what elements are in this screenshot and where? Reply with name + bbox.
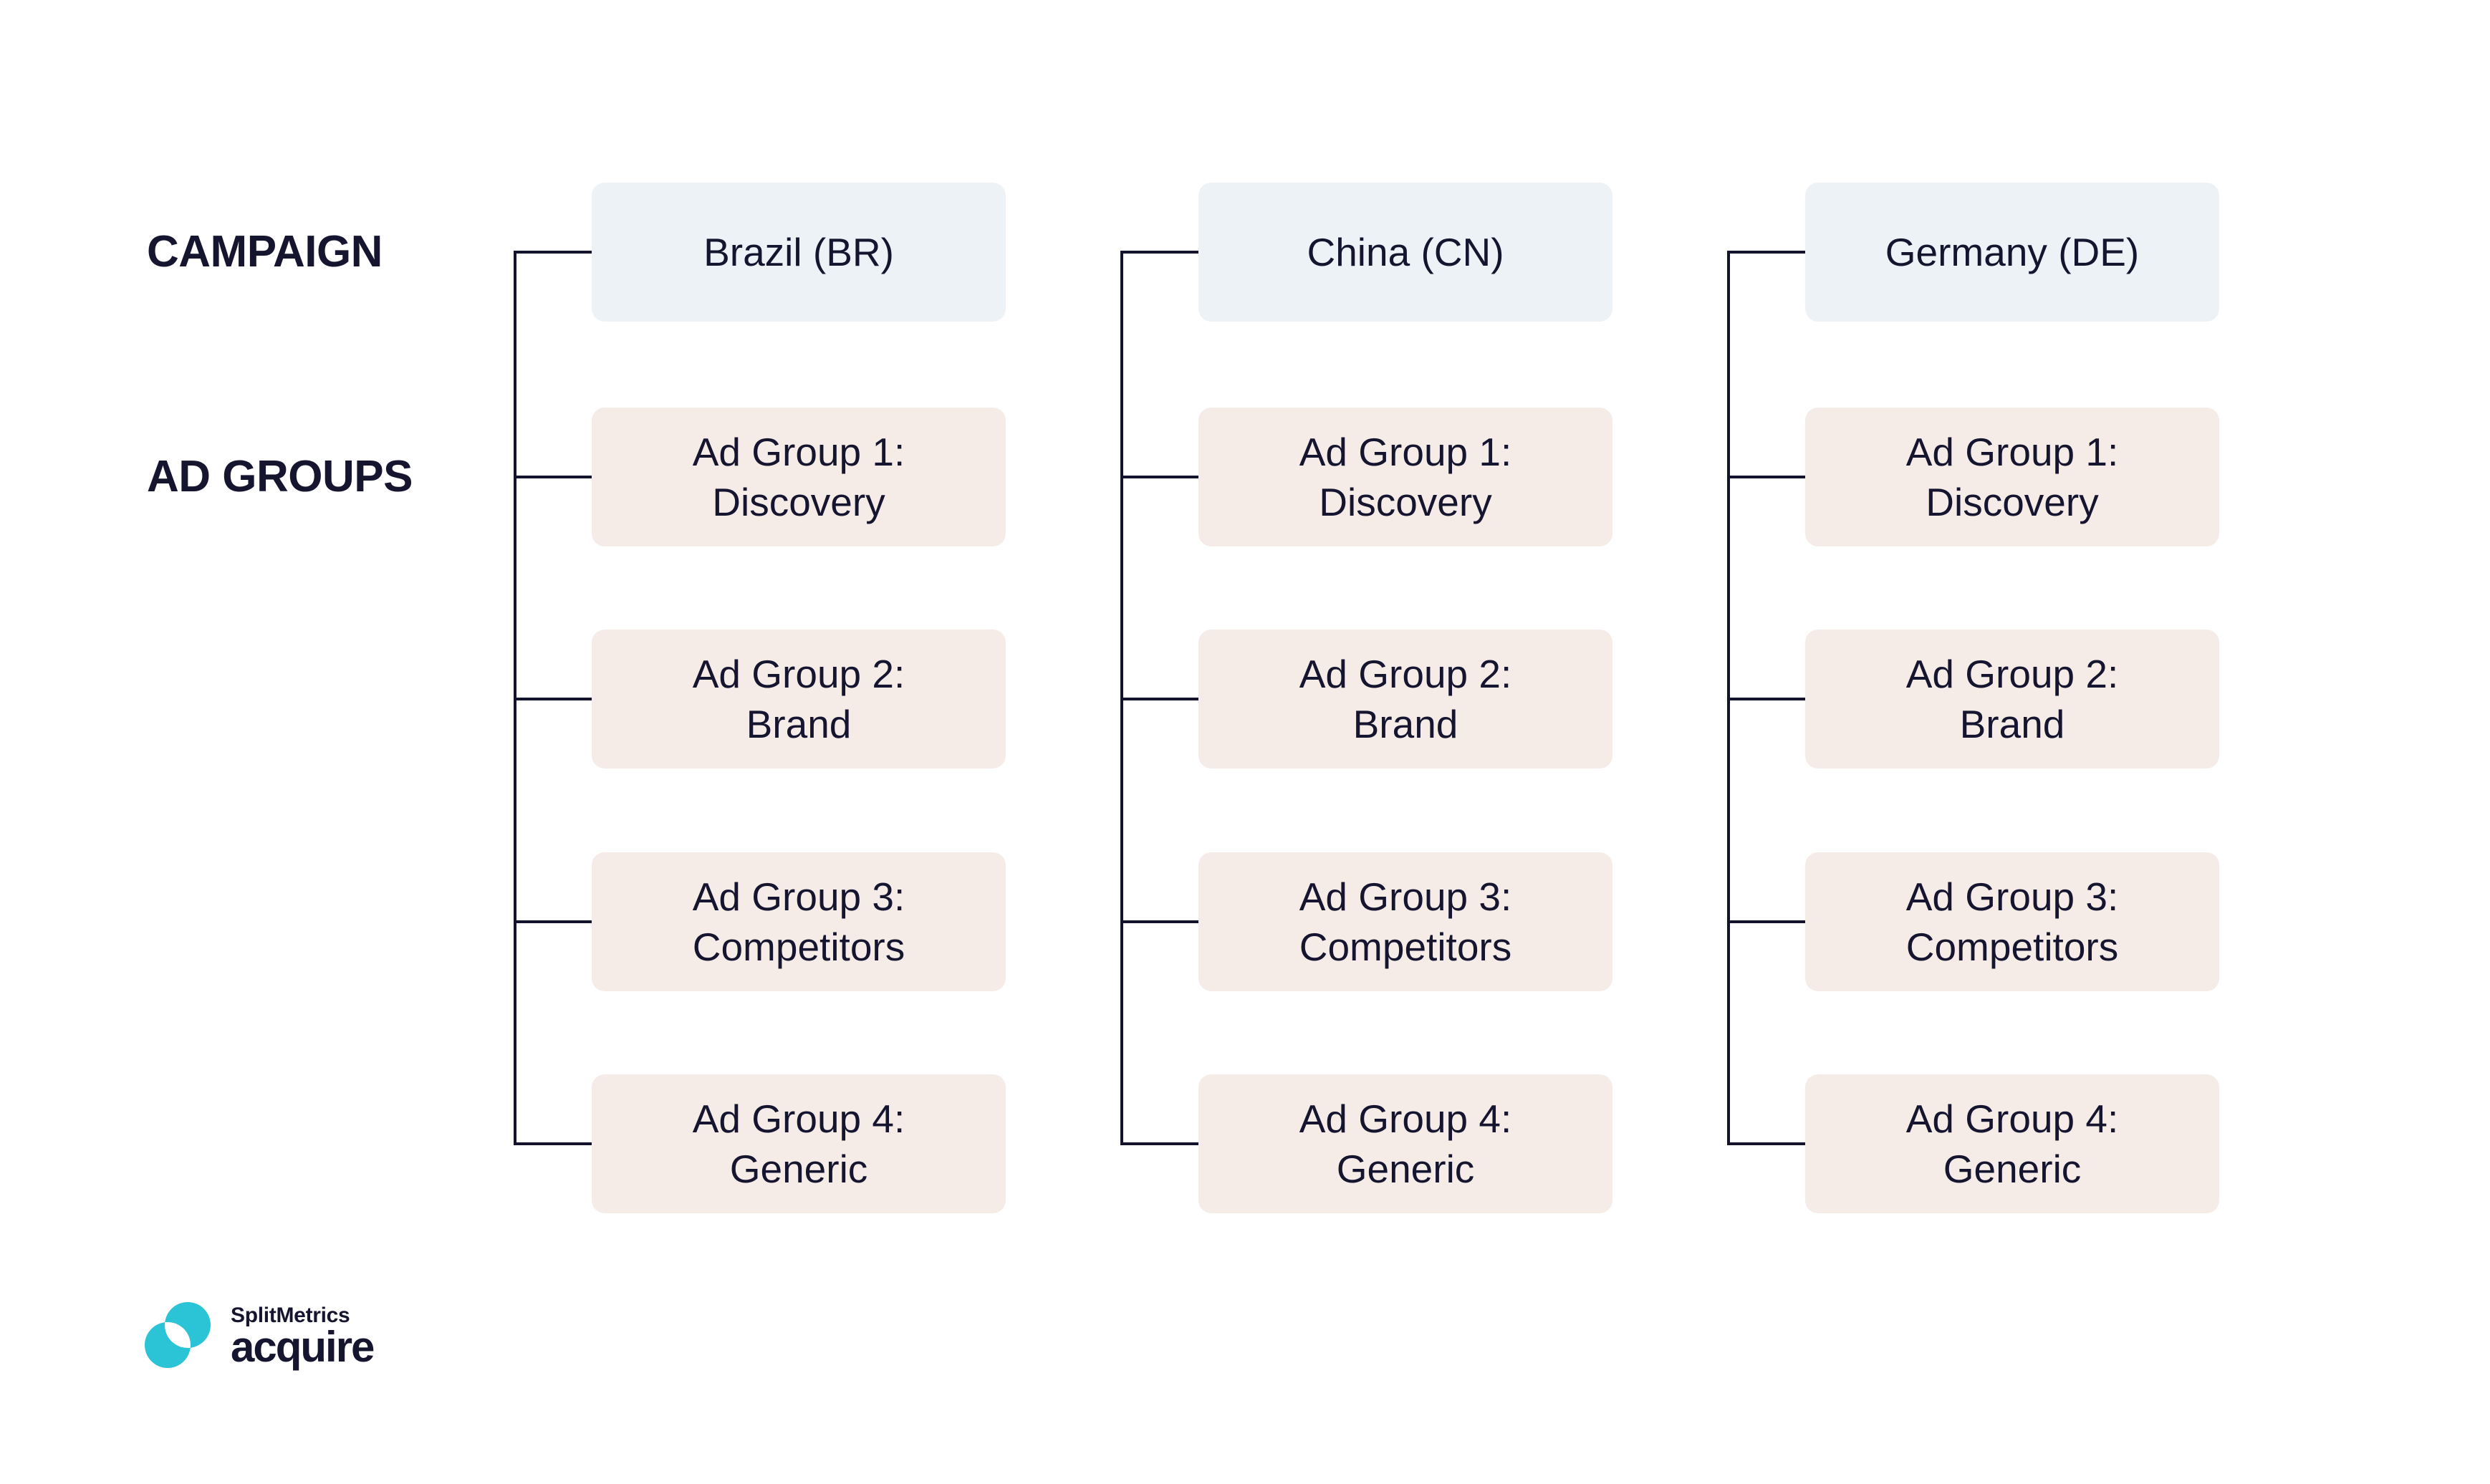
ad-group-box: Ad Group 2: Brand	[592, 630, 1006, 768]
ad-group-label-line1: Ad Group 2:	[1299, 651, 1512, 696]
ad-group-box: Ad Group 1: Discovery	[1805, 408, 2219, 546]
ad-group-box: Ad Group 1: Discovery	[1198, 408, 1612, 546]
campaign-box-label: China (CN)	[1307, 229, 1504, 274]
ad-group-label-line1: Ad Group 4:	[692, 1096, 905, 1141]
campaign-box: Brazil (BR)	[592, 183, 1006, 322]
ad-group-box: Ad Group 3: Competitors	[592, 852, 1006, 991]
ad-group-label-line2: Discovery	[1319, 480, 1492, 524]
ad-group-label-line1: Ad Group 1:	[1299, 429, 1512, 474]
ad-group-label-line2: Competitors	[1299, 925, 1512, 969]
ad-group-box: Ad Group 4: Generic	[1805, 1074, 2219, 1213]
ad-group-label-line1: Ad Group 1:	[1905, 429, 2119, 474]
ad-group-box: Ad Group 2: Brand	[1805, 630, 2219, 768]
logo-brand-text: SplitMetrics	[231, 1303, 350, 1327]
ad-group-label-line1: Ad Group 2:	[1905, 651, 2119, 696]
ad-group-label-line2: Generic	[1943, 1147, 2082, 1191]
tree-stub	[514, 251, 593, 254]
ad-group-label-line2: Brand	[1352, 702, 1458, 746]
campaign-column-brazil: Brazil (BR) Ad Group 1: Discovery Ad Gro…	[514, 0, 1006, 1484]
ad-group-label-line2: Competitors	[692, 925, 905, 969]
ad-group-label-line2: Competitors	[1905, 925, 2119, 969]
splitmetrics-acquire-logo: SplitMetrics acquire	[145, 1302, 375, 1371]
tree-stub	[514, 698, 593, 700]
ad-group-label-line1: Ad Group 3:	[1299, 874, 1512, 919]
ad-group-label-line1: Ad Group 4:	[1905, 1096, 2119, 1141]
ad-group-label-line1: Ad Group 4:	[1299, 1096, 1512, 1141]
campaign-box: China (CN)	[1198, 183, 1612, 322]
campaign-column-germany: Germany (DE) Ad Group 1: Discovery Ad Gr…	[1727, 0, 2219, 1484]
logo-wordmark: SplitMetrics acquire	[231, 1303, 375, 1371]
logo-product-text: acquire	[231, 1322, 375, 1371]
campaign-box-label: Germany (DE)	[1885, 229, 2140, 274]
campaign-box: Germany (DE)	[1805, 183, 2219, 322]
ad-group-label-line1: Ad Group 2:	[692, 651, 905, 696]
ad-group-box: Ad Group 2: Brand	[1198, 630, 1612, 768]
ad-group-label-line2: Discovery	[1926, 480, 2099, 524]
splitmetrics-logo-icon	[145, 1302, 211, 1368]
ad-group-box: Ad Group 3: Competitors	[1198, 852, 1612, 991]
tree-stub	[1727, 1142, 1807, 1145]
ad-group-label-line1: Ad Group 3:	[1905, 874, 2119, 919]
ad-group-label-line2: Discovery	[712, 480, 885, 524]
ad-group-box: Ad Group 4: Generic	[592, 1074, 1006, 1213]
tree-stub	[1120, 920, 1200, 923]
ad-group-label-line2: Brand	[746, 702, 852, 746]
ad-group-label-line1: Ad Group 3:	[692, 874, 905, 919]
tree-stub	[1727, 698, 1807, 700]
tree-stub	[1120, 476, 1200, 478]
tree-stub	[514, 1142, 593, 1145]
ad-group-box: Ad Group 1: Discovery	[592, 408, 1006, 546]
tree-stub	[514, 476, 593, 478]
campaign-column-china: China (CN) Ad Group 1: Discovery Ad Grou…	[1120, 0, 1612, 1484]
ad-group-label-line2: Brand	[1959, 702, 2065, 746]
campaign-row-label: CAMPAIGN	[147, 227, 383, 276]
ad-group-label-line2: Generic	[729, 1147, 868, 1191]
tree-stub	[1120, 1142, 1200, 1145]
ad-group-label-line2: Generic	[1336, 1147, 1475, 1191]
tree-stub	[1120, 698, 1200, 700]
ad-groups-row-label: AD GROUPS	[147, 452, 413, 501]
ad-group-label-line1: Ad Group 1:	[692, 429, 905, 474]
ad-group-box: Ad Group 3: Competitors	[1805, 852, 2219, 991]
tree-stub	[1727, 920, 1807, 923]
campaign-box-label: Brazil (BR)	[703, 229, 894, 274]
tree-stub	[1120, 251, 1200, 254]
ad-group-box: Ad Group 4: Generic	[1198, 1074, 1612, 1213]
tree-stub	[514, 920, 593, 923]
tree-stub	[1727, 476, 1807, 478]
tree-stub	[1727, 251, 1807, 254]
